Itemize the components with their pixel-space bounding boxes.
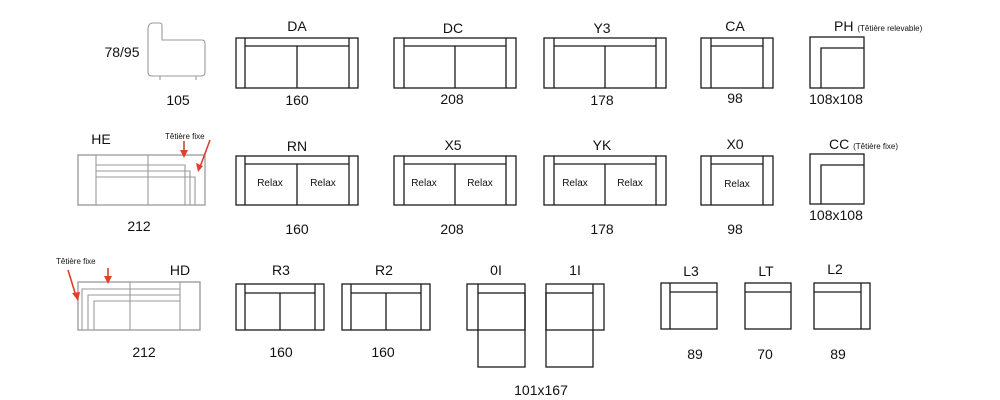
code-rn: RN [286,138,308,154]
sofa-icon-x5 [393,155,517,206]
dim-dc: 208 [440,91,464,107]
relax-label: Relax [617,178,643,189]
relax-label: Relax [411,178,437,189]
dim-ph: 108x108 [809,91,863,107]
sofa-icon-ph [809,36,865,89]
dim-cc: 108x108 [809,207,863,223]
dim-r2: 160 [371,344,395,360]
sofa-icon-dc [393,37,517,89]
note-cc: (Têtière fixe) [853,142,899,151]
code-cc: CC (Têtière fixe) [829,136,898,152]
sofa-icon-da [235,37,359,89]
code-ca: CA [725,18,745,34]
dim-he: 212 [127,218,151,234]
relax-label: Relax [562,178,588,189]
code-x0: X0 [726,136,744,152]
code-ph: PH (Têtière relevable) [834,18,922,34]
sofa-icon-78-95 [147,22,206,80]
sofa-icon-cc [809,153,865,205]
sofa-icon-r3 [235,283,325,331]
sofa-icon-l2 [813,282,871,330]
code-he: HE [91,131,111,147]
code-cc-text: CC [829,136,850,152]
sofa-icon-lt [744,282,792,330]
sofa-icon-r2 [341,283,431,331]
dim-yk: 178 [590,221,614,237]
code-78-95: 78/95 [104,44,140,60]
relax-label: Relax [724,179,750,190]
sofa-icon-rn [235,155,359,206]
note-ph: (Têtière relevable) [857,24,923,33]
dim-hd: 212 [132,344,156,360]
sofa-icon-1i [545,283,605,368]
sofa-icon-x0 [700,155,774,206]
code-x5: X5 [444,137,462,153]
code-lt: LT [758,263,774,279]
dim-lt: 70 [757,346,773,362]
code-ph-text: PH [834,18,854,34]
code-dc: DC [442,20,464,36]
relax-label: Relax [257,178,283,189]
relax-label: Relax [467,178,493,189]
code-y3: Y3 [593,20,611,36]
dim-y3: 178 [590,92,614,108]
dim-x0: 98 [727,221,743,237]
note-he: Têtière fixe [165,132,205,141]
dim-x5: 208 [440,221,464,237]
dim-78-95: 105 [166,92,190,108]
code-r2: R2 [375,262,393,278]
code-da: DA [287,18,307,34]
sofa-icon-yk [543,155,667,206]
code-r3: R3 [272,262,290,278]
dim-da: 160 [285,92,309,108]
sofa-icon-he [77,139,211,206]
dim-l3: 89 [687,346,703,362]
note-hd: Têtière fixe [56,257,96,266]
dim-l2: 89 [830,346,846,362]
sofa-icon-hd [67,268,201,331]
dim-rn: 160 [285,221,309,237]
sofa-icon-ca [700,37,774,89]
code-l3: L3 [683,263,699,279]
code-hd: HD [169,262,191,278]
code-yk: YK [592,137,612,153]
relax-label: Relax [310,178,336,189]
dim-0i-1i: 101x167 [514,382,568,398]
sofa-icon-l3 [660,282,718,330]
dim-r3: 160 [269,344,293,360]
code-1i: 1I [569,262,581,278]
sofa-icon-y3 [543,37,667,89]
code-l2: L2 [827,261,843,277]
code-0i: 0I [490,262,502,278]
sofa-icon-0i [466,283,526,368]
dim-ca: 98 [727,90,743,106]
